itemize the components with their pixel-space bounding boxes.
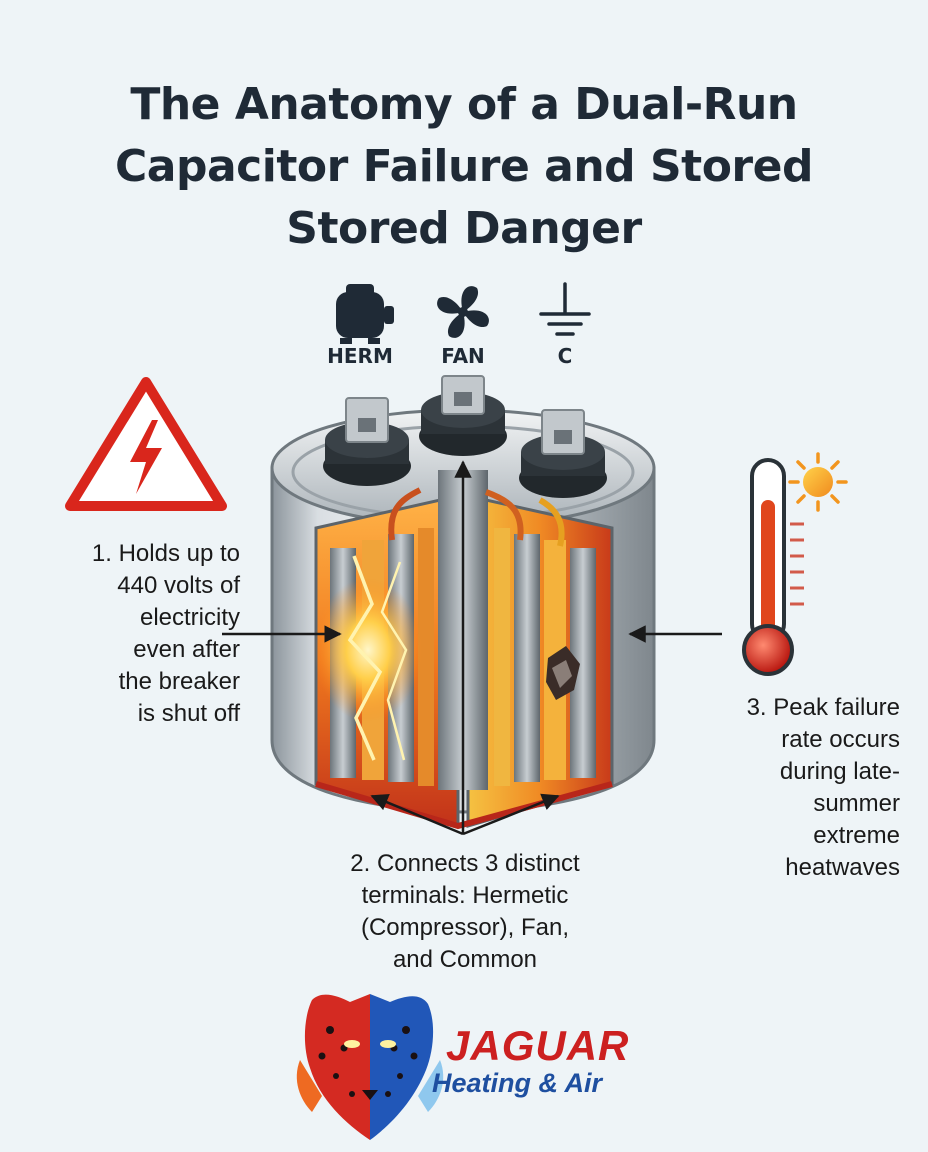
callout-terminals-line: terminals: Hermetic (361, 882, 569, 909)
thermometer-icon (742, 458, 804, 676)
callout-heat-line: 3. Peak failure (746, 694, 900, 721)
callout-terminals-line: (Compressor), Fan, (360, 914, 570, 941)
common-terminal (519, 409, 607, 498)
callout-voltage-line: electricity (139, 604, 240, 631)
terminal-label-common: C (557, 344, 573, 368)
terminal-label-fan: FAN (441, 344, 485, 368)
compressor-icon (336, 284, 394, 344)
brand-tagline: Heating & Air (432, 1068, 603, 1098)
callout-heat-line: during late- (779, 758, 900, 785)
herm-terminal (323, 397, 411, 486)
callout-voltage-line: the breaker (118, 668, 240, 695)
callout-terminals: 2. Connects 3 distinct terminals: Hermet… (300, 848, 630, 976)
title-line-3: Stored Danger (286, 203, 642, 254)
title-line-2: Capacitor Failure and Stored (115, 141, 813, 192)
fan-icon (437, 286, 489, 338)
callout-voltage-line: 1. Holds up to (91, 540, 240, 567)
warning-high-voltage-icon (65, 377, 227, 511)
callout-voltage-line: is shut off (137, 700, 240, 727)
terminal-label-herm: HERM (327, 344, 393, 368)
callout-heat-line: summer (813, 790, 900, 817)
brand-name: JAGUAR (446, 1022, 630, 1069)
ground-icon (539, 282, 591, 336)
callout-voltage-line: 440 volts of (117, 572, 240, 599)
title-line-1: The Anatomy of a Dual-Run (130, 79, 798, 130)
callout-terminals-line: 2. Connects 3 distinct (350, 850, 580, 877)
callout-heat-line: heatwaves (785, 854, 900, 881)
callout-voltage-line: even after (133, 636, 240, 663)
page-title: The Anatomy of a Dual-Run Capacitor Fail… (40, 74, 888, 260)
fan-terminal (419, 375, 507, 456)
callout-heat: 3. Peak failure rate occurs during late-… (690, 692, 900, 884)
callout-terminals-line: and Common (392, 946, 538, 973)
callout-heat-line: extreme (813, 822, 900, 849)
callout-arrows (222, 460, 722, 836)
sun-icon (788, 452, 848, 512)
callout-voltage: 1. Holds up to 440 volts of electricity … (30, 538, 240, 730)
callout-heat-line: rate occurs (781, 726, 900, 753)
jaguar-logo-icon (296, 994, 444, 1140)
